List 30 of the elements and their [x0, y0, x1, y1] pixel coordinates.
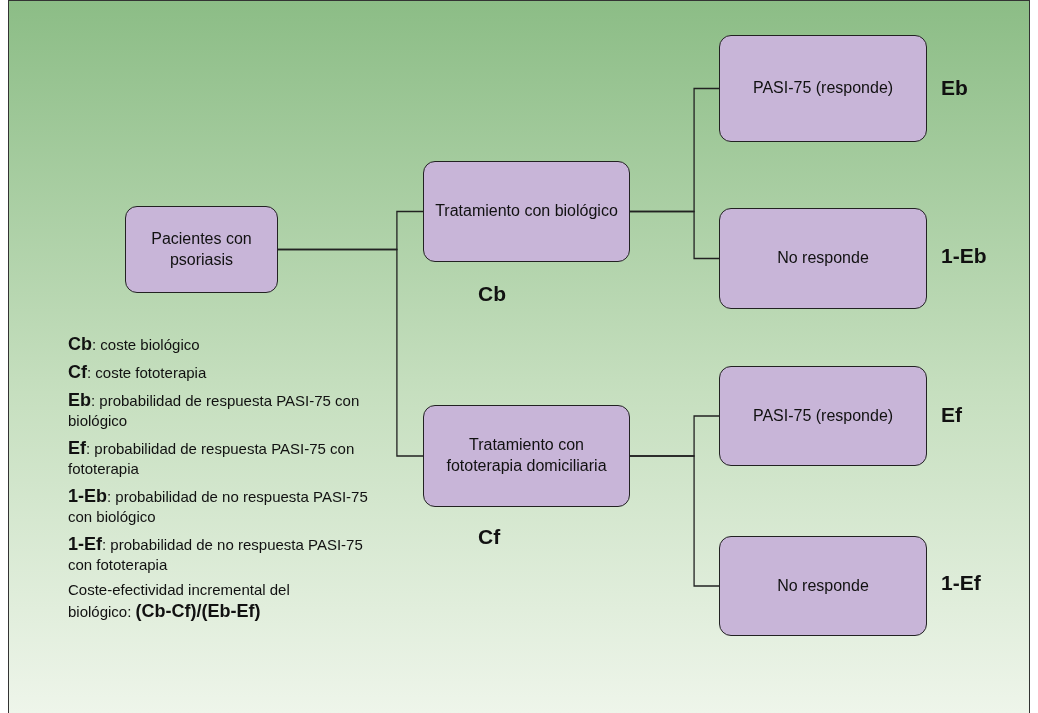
- connector-line: [629, 210, 720, 260]
- legend-text: Eb: probabilidad de respuesta PASI-75 con biológico: [68, 389, 361, 431]
- box-label: Tratamiento con biológico: [434, 201, 619, 222]
- process-box: [125, 206, 278, 293]
- box-label: No responde: [776, 575, 870, 596]
- process-box: [719, 35, 927, 142]
- connector-line: [277, 248, 424, 457]
- cost-label: 1-Eb: [941, 244, 987, 268]
- box-label: No responde: [776, 248, 870, 269]
- legend-text: 1-Eb: probabilidad de no respuesta PASI-75 con biológico: [68, 485, 368, 527]
- process-box: [423, 405, 630, 507]
- cost-label: Cf: [478, 525, 501, 549]
- legend-text: 1-Ef: probabilidad de no respuesta PASI-75 con fototerapia: [68, 533, 364, 575]
- process-box: [719, 208, 927, 309]
- process-box: [719, 366, 927, 466]
- box-label: Pacientes con psoriasis: [150, 228, 253, 270]
- cost-label: 1-Ef: [941, 571, 981, 595]
- connector-line: [629, 455, 720, 587]
- process-box: [423, 161, 630, 262]
- box-label: PASI-75 (responde): [751, 78, 895, 99]
- cost-label: Cb: [478, 282, 506, 306]
- legend-text: Ef: probabilidad de respuesta PASI-75 con fototerapia: [68, 437, 356, 479]
- box-label: PASI-75 (responde): [751, 405, 895, 426]
- legend-text: Cb: coste biológico: [68, 333, 201, 356]
- process-box: [719, 536, 927, 636]
- legend-text: Cf: coste fototerapia: [68, 361, 208, 384]
- legend-text: Coste-efectividad incremental del biológico: (Cb-Cf)/(Eb-Ef): [68, 581, 291, 623]
- box-label: Tratamiento con fototerapia domiciliaria: [445, 435, 608, 476]
- cost-label: Eb: [941, 76, 968, 100]
- cost-label: Ef: [941, 403, 962, 427]
